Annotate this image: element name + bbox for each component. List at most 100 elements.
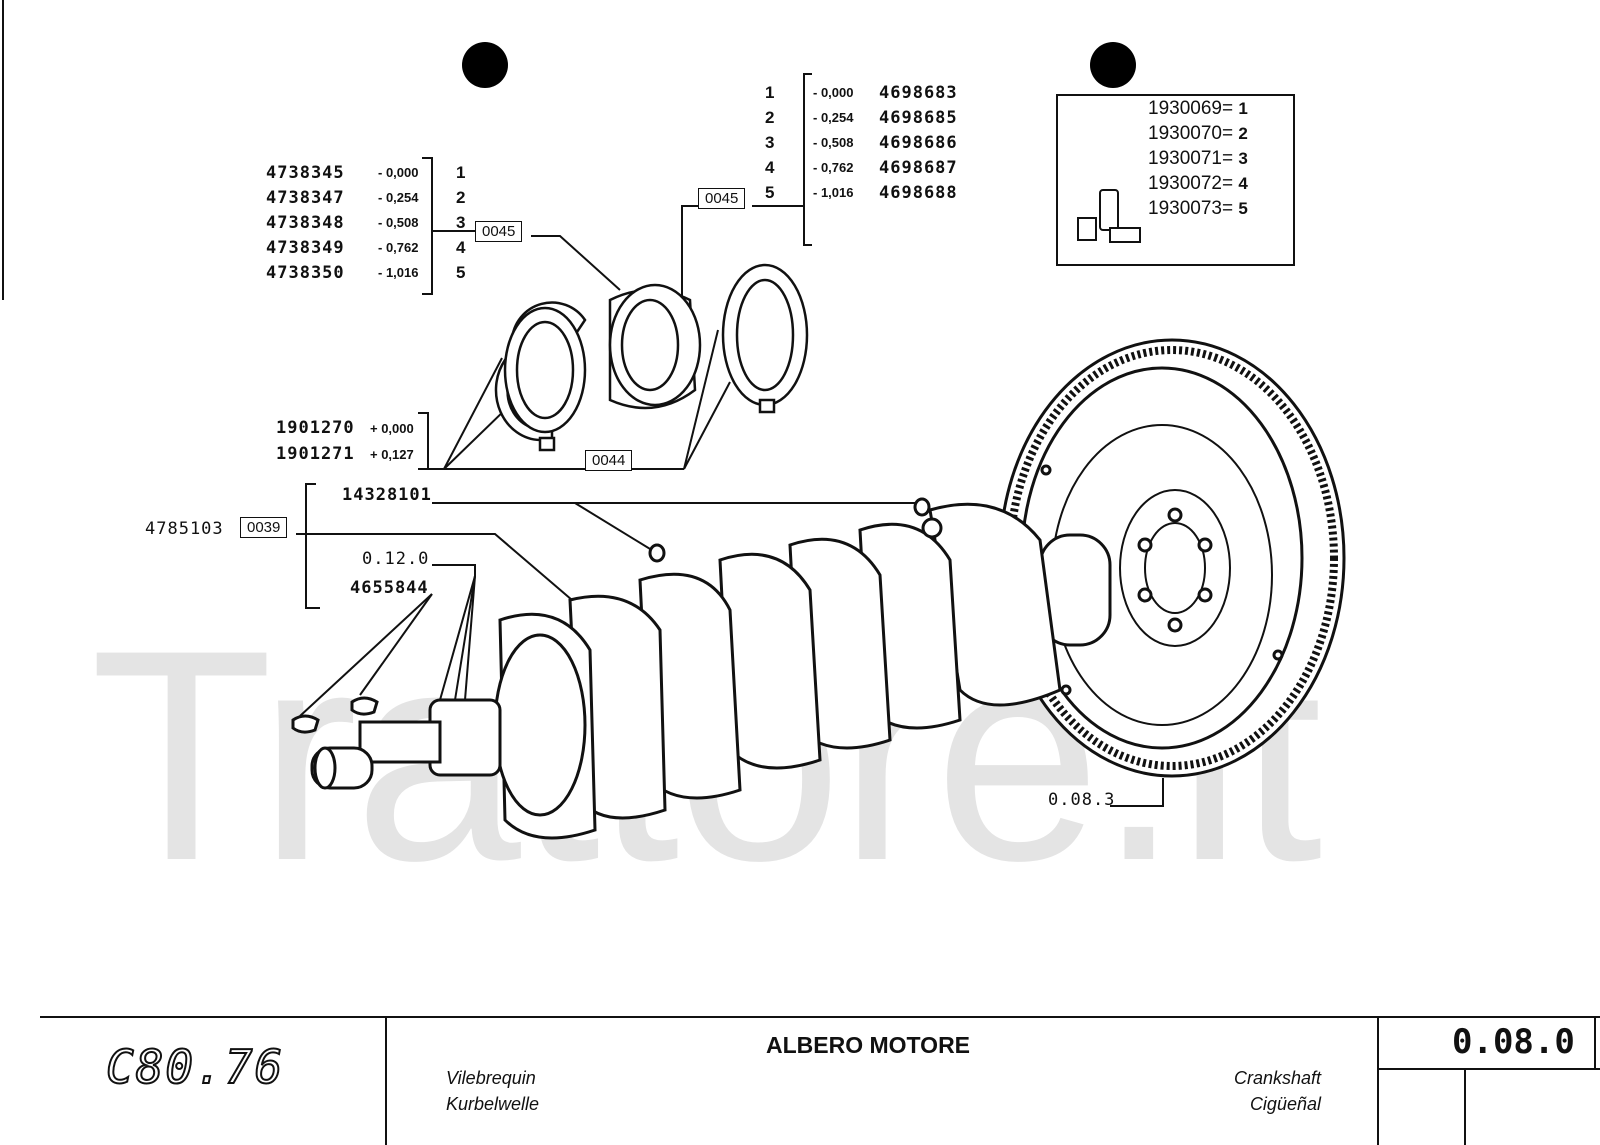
- crank-nose: [358, 720, 442, 764]
- rod-bearing-ref-box[interactable]: 0045: [698, 188, 746, 209]
- main-bearing-row: 4738349 - 0,762 4: [266, 235, 465, 260]
- kit-row: 1930070= 2: [1148, 123, 1248, 148]
- flywheel-ref[interactable]: 0.08.3: [1048, 790, 1116, 810]
- part-number: 1930070: [1148, 123, 1222, 144]
- part-number: 4698686: [879, 132, 958, 153]
- part-number: 4738350: [266, 262, 345, 283]
- thrust-washer-right-inner: [735, 278, 795, 392]
- woodruff-key-a: [291, 714, 320, 734]
- size-index: 3: [1238, 149, 1248, 168]
- key-pointer-b: [464, 575, 476, 701]
- thrust-pointer-c: [683, 381, 731, 470]
- thrust-washer-left-tab: [538, 436, 556, 452]
- main-bearing-ref-box[interactable]: 0045: [475, 221, 523, 242]
- hub-bolt-2: [1197, 537, 1213, 553]
- oversize: + 0,000: [370, 420, 414, 436]
- key-ref-leader: [432, 564, 476, 576]
- hub-bolt-6: [1137, 537, 1153, 553]
- hub-bolt-4: [1167, 617, 1183, 633]
- key-pointer-e: [359, 593, 433, 696]
- size-index: 2: [1238, 124, 1248, 143]
- size-index: 4: [456, 237, 466, 257]
- title-es: Cigüeñal: [1249, 1094, 1321, 1114]
- thrust-pointer-a: [443, 404, 511, 470]
- rod-bearing-bracket: [803, 73, 812, 246]
- undersize: - 0,254: [378, 190, 419, 205]
- title-block-divider-d: [1464, 1068, 1466, 1145]
- equals-sign: =: [1221, 148, 1234, 169]
- thrust-pointer-d: [683, 329, 719, 470]
- kit-box-icon-b: [1109, 227, 1141, 243]
- size-index: 5: [456, 262, 466, 282]
- oversize: + 0,127: [370, 446, 414, 462]
- page-ref: 0.08.0: [1452, 1022, 1575, 1062]
- title-de: Kurbelwelle: [446, 1094, 540, 1114]
- main-bearing-pointer: [531, 235, 621, 291]
- oil-plug-part-number: 14328101: [342, 485, 432, 505]
- crankshaft-ref-box[interactable]: 0039: [240, 517, 288, 538]
- part-number: 4698687: [879, 157, 958, 178]
- key-part-number: 4655844: [350, 578, 429, 598]
- kit-box-icon-a: [1077, 217, 1097, 241]
- equals-sign: =: [1221, 98, 1234, 119]
- size-index: 4: [1238, 174, 1248, 193]
- size-index: 4: [765, 157, 775, 177]
- main-bearing-shell-inner: [620, 298, 680, 392]
- undersize: - 0,508: [378, 215, 419, 230]
- kit-list: 1930069= 1 1930070= 2 1930071= 3 1930072…: [1148, 98, 1248, 223]
- part-number: 1901271: [276, 444, 355, 464]
- crank-web-1: [493, 633, 587, 817]
- oil-plug: [913, 497, 931, 517]
- undersize: - 0,762: [378, 240, 419, 255]
- size-index: 3: [765, 132, 775, 152]
- kit-row: 1930069= 1: [1148, 98, 1248, 123]
- kit-row: 1930072= 4: [1148, 173, 1248, 198]
- undersize: - 0,000: [378, 165, 419, 180]
- part-number: 1930071: [1148, 148, 1222, 169]
- rod-bearing-row: 4 - 0,762 4698687: [765, 155, 958, 180]
- part-number: 4698688: [879, 182, 958, 203]
- undersize: - 0,762: [813, 160, 854, 175]
- kit-row: 1930071= 3: [1148, 148, 1248, 173]
- equals-sign: =: [1221, 173, 1234, 194]
- title-block-divider-e: [1594, 1016, 1596, 1068]
- main-bearing-bracket: [422, 157, 433, 295]
- part-number: 1930069: [1148, 98, 1222, 119]
- thrust-washer-ref-box[interactable]: 0044: [585, 450, 633, 471]
- page-title: ALBERO MOTORE: [766, 1032, 971, 1058]
- part-number: 4738349: [266, 237, 345, 258]
- size-index: 1: [765, 82, 775, 102]
- hub-bolt-5: [1137, 587, 1153, 603]
- equals-sign: =: [1221, 198, 1234, 219]
- key-pointer-d: [299, 593, 433, 717]
- size-index: 1: [1238, 99, 1248, 118]
- rod-bearing-pointer: [681, 205, 698, 330]
- crankshaft-pointer: [306, 533, 573, 601]
- undersize: - 1,016: [813, 185, 854, 200]
- key-ref[interactable]: 0.12.0: [362, 549, 430, 569]
- part-number: 1901270: [276, 418, 355, 438]
- crank-web-5: [718, 552, 822, 770]
- part-number: 1930072: [1148, 173, 1222, 194]
- flywheel-bolt-a: [1040, 464, 1052, 476]
- flywheel-bolt-c: [1060, 684, 1072, 696]
- size-index: 3: [456, 212, 466, 232]
- title-block-divider-c: [1377, 1068, 1600, 1070]
- equals-sign: =: [1221, 123, 1234, 144]
- title-block-divider-b: [1377, 1016, 1379, 1145]
- size-index: 2: [765, 107, 775, 127]
- kit-row: 1930073= 5: [1148, 198, 1248, 223]
- title-block-divider-a: [385, 1016, 387, 1145]
- hub-bolt-1: [1167, 507, 1183, 523]
- thrust-washer-row: 1901271 + 0,127: [276, 441, 414, 467]
- undersize: - 0,000: [813, 85, 854, 100]
- undersize: - 0,254: [813, 110, 854, 125]
- thrust-washer-list: 1901270 + 0,000 1901271 + 0,127: [276, 415, 414, 467]
- crankshaft-bracket: [305, 483, 320, 609]
- title-block-top-line: [40, 1016, 1600, 1018]
